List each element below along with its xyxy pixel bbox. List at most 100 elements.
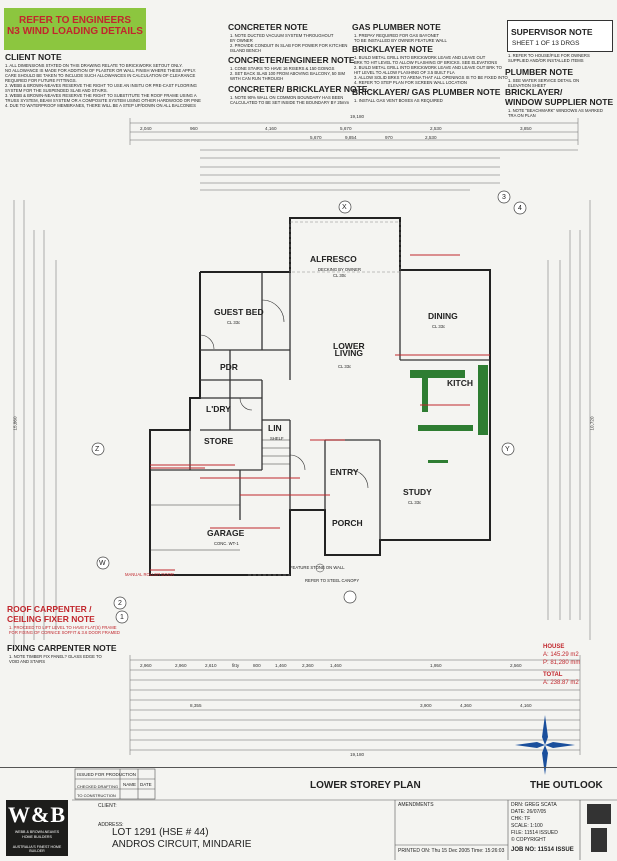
dim-top2-4: 2,530 <box>425 135 437 140</box>
dim-bottom-6: 1,460 <box>275 663 287 668</box>
concreter-line: ISLAND BENCH <box>230 48 261 53</box>
title-block <box>0 767 617 861</box>
callout-3: 3 <box>502 194 506 201</box>
supervisor-note-title: SUPERVISOR NOTE <box>511 27 593 37</box>
concreter-line: 2. PROVIDE CONDUIT IN SLAB FOR POWER FOR… <box>230 43 348 48</box>
garage-sub: CONC. WT-1 <box>214 541 239 546</box>
concreter-line: 1. NOTE DUCTED VACUUM SYSTEM THROUGHOUT <box>230 33 334 38</box>
concreter-engineer-note-body: 1. CONE STAIRS TO HAVE 16 RISERS & 150 G… <box>230 66 345 81</box>
room-alfresco: ALFRESCO <box>310 254 357 264</box>
supervisor-line: 1. REFER TO HOUSE/FILE FOR OWNERS <box>508 53 590 58</box>
window-line: TRA ON PLAN <box>508 113 536 118</box>
internal-walls <box>150 270 490 540</box>
bricklayer-line: 2. BUILD METAL GRILL INTO BRICKWORK LEAV… <box>354 65 502 70</box>
dim-top-4: 5,670 <box>340 126 352 131</box>
gas-plumber-note-title: GAS PLUMBER NOTE <box>352 22 441 32</box>
dim-bottom-5: 800 <box>253 663 261 668</box>
roof-carpenter-title-1: ROOF CARPENTER / <box>7 604 92 614</box>
concreter-bricklayer-line: 1. NOTE 90% WALL ON COMMON BOUNDARY HAS … <box>230 95 344 100</box>
north-arrow <box>515 715 575 775</box>
bricklayer-line: HIT LEVEL TO ALLOW FLASHING OF 3.5 BUILT… <box>354 70 455 75</box>
refer-line-2: N3 WIND LOADING DETAILS <box>7 26 143 37</box>
concreter-engineer-line: 1. CONE STAIRS TO HAVE 16 RISERS & 150 G… <box>230 66 335 71</box>
dim-bottom2-2: 3,900 <box>420 703 432 708</box>
grid-callouts <box>91 190 527 624</box>
total-label: TOTAL <box>543 672 563 678</box>
callout-z: Z <box>95 446 100 453</box>
dim-top-3: 4,160 <box>265 126 277 131</box>
house-perimeter: P: 81,280 mm <box>543 660 581 666</box>
house-area: A: 145.29 m2 <box>543 652 579 658</box>
callout-x: X <box>342 204 347 211</box>
bricklayer-gas-note-title: BRICKLAYER/ GAS PLUMBER NOTE <box>352 87 501 97</box>
dim-bottom2-3: 4,360 <box>460 703 472 708</box>
address-line-2: ANDROS CIRCUIT, MINDARIE <box>112 839 252 850</box>
client-label: CLIENT: <box>98 803 117 809</box>
bricklayer-line: 4. REFER TO STEP PLAN FOR SCREEN WALL LO… <box>354 80 467 85</box>
house-label: HOUSE <box>543 644 565 650</box>
client-line: SYSTEM FOR THE SUSPENDED SLAB AND STAIRS… <box>5 88 108 93</box>
room-study: STUDY <box>403 487 432 497</box>
project-name: THE OUTLOOK <box>530 780 603 791</box>
callout-w: W <box>99 560 106 567</box>
concreter-line: BY OWNER <box>230 38 253 43</box>
client-line: CARE SHOULD BE TAKEN TO INCLUDE SUCH ALL… <box>5 73 196 78</box>
window-note-title-1: BRICKLAYER/ <box>505 87 563 97</box>
client-line: TRUSS SYSTEM, BEAM SYSTEM OR A COMPOSITE… <box>5 98 201 103</box>
shelf-label: SHELF <box>270 436 284 441</box>
dim-top-6: 3,850 <box>520 126 532 131</box>
to-construction-label: TO CONSTRUCTION <box>77 793 116 798</box>
window-line: 1. NOTE "BEACHMARK" WINDOWS AS MARKED <box>508 108 603 113</box>
supervisor-note-body: 1. REFER TO HOUSE/FILE FOR OWNERS SUPPLI… <box>508 53 590 63</box>
checked-label: CHECKED DRAFTING <box>77 784 119 789</box>
alfresco-dashed <box>248 221 401 576</box>
overall-dim-top: 19,180 <box>350 114 365 119</box>
supervisor-box <box>507 20 613 52</box>
roof-carpenter-title-2: CEILING FIXER NOTE <box>7 614 95 624</box>
alfresco-ceiling: CL 30c <box>333 273 347 278</box>
chk: CHK: TF <box>511 816 531 822</box>
client-line: 2. WEBB & BROWN-NEAVES RESERVE THE RIGHT… <box>5 83 197 88</box>
fixing-carpenter-body: 1. NOTE TIMBER FIX PANEL? GLASS EDGE TO … <box>9 654 102 664</box>
bricklayer-line: 3. ALLOW SOLID BRKS TO ARENA THAT ALL OP… <box>354 75 508 80</box>
logo-sub2: HOME BUILDERS <box>22 835 52 839</box>
dim-bottom-9: 1,950 <box>430 663 442 668</box>
wb-logo: W&B WEBB & BROWN-NEAVES HOME BUILDERS AU… <box>6 800 68 856</box>
room-lower-living: LOWER LIVING <box>333 341 365 358</box>
room-ldry: L'DRY <box>206 404 231 414</box>
date: DATE: 26/07/05 <box>511 809 547 815</box>
concreter-engineer-line: WITH CAN RUN THROUGH <box>230 76 284 81</box>
red-markups <box>150 254 490 571</box>
quality-mark <box>587 804 611 852</box>
callout-y: Y <box>505 446 510 453</box>
logo-main: W&B <box>8 802 66 827</box>
refer-to-engineers-banner: REFER TO ENGINEERS N3 WIND LOADING DETAI… <box>4 8 146 50</box>
job-no: JOB NO: 11514 ISSUE <box>511 847 574 853</box>
issued-label: ISSUED FOR PRODUCTION <box>77 772 137 777</box>
room-lin: LIN <box>268 423 282 433</box>
roof-line: 1. PROCEED TO LIFT LEVEL TO HAVE FLAT(S)… <box>9 625 117 630</box>
name-col-label: NAME <box>123 782 137 787</box>
sheet-label: SHEET 1 OF 13 DRGS <box>512 40 580 47</box>
room-entry: ENTRY <box>330 467 359 477</box>
gas-line: 1. PREPAY REQUIRED FOR GAS BAYONET <box>354 33 440 38</box>
roof-line: FOR FIXING OF CORNICE SOFFIT & 3.6 DOOR … <box>9 630 120 635</box>
overall-dim-bottom: 19,180 <box>350 752 365 757</box>
dim-top2-2: 9,854 <box>345 135 357 140</box>
concreter-bricklayer-note-title: CONCRETER/ BRICKLAYER NOTE <box>228 84 368 94</box>
concreter-engineer-line: 2. SET BACK SLAB 100 FROM ABOVING BALCON… <box>230 71 346 76</box>
scale: SCALE: 1:100 <box>511 823 543 829</box>
bricklayer-note-body: 1. BUILD METAL GRILL INTO BRICKWORK LEAV… <box>354 55 508 85</box>
study-ceiling: CL 33c <box>408 500 422 505</box>
client-line: REQUIRED FOR FUTURE FITTINGS. <box>5 78 77 83</box>
dim-bottom-1: 2,960 <box>140 663 152 668</box>
fixing-carpenter-title: FIXING CARPENTER NOTE <box>7 643 117 653</box>
window-note-body: 1. NOTE "BEACHMARK" WINDOWS AS MARKED TR… <box>508 108 603 118</box>
logo-sub3: AUSTRALIA'S FINEST HOME BUILDER <box>12 845 62 853</box>
room-store: STORE <box>204 436 234 446</box>
plumber-note-title: PLUMBER NOTE <box>505 67 573 77</box>
roof-carpenter-body: 1. PROCEED TO LIFT LEVEL TO HAVE FLAT(S)… <box>9 625 120 635</box>
client-note-body: 1. ALL DIMENSIONS STATED ON THIS DRAWING… <box>5 63 225 108</box>
dim-bottom-7: 2,360 <box>302 663 314 668</box>
